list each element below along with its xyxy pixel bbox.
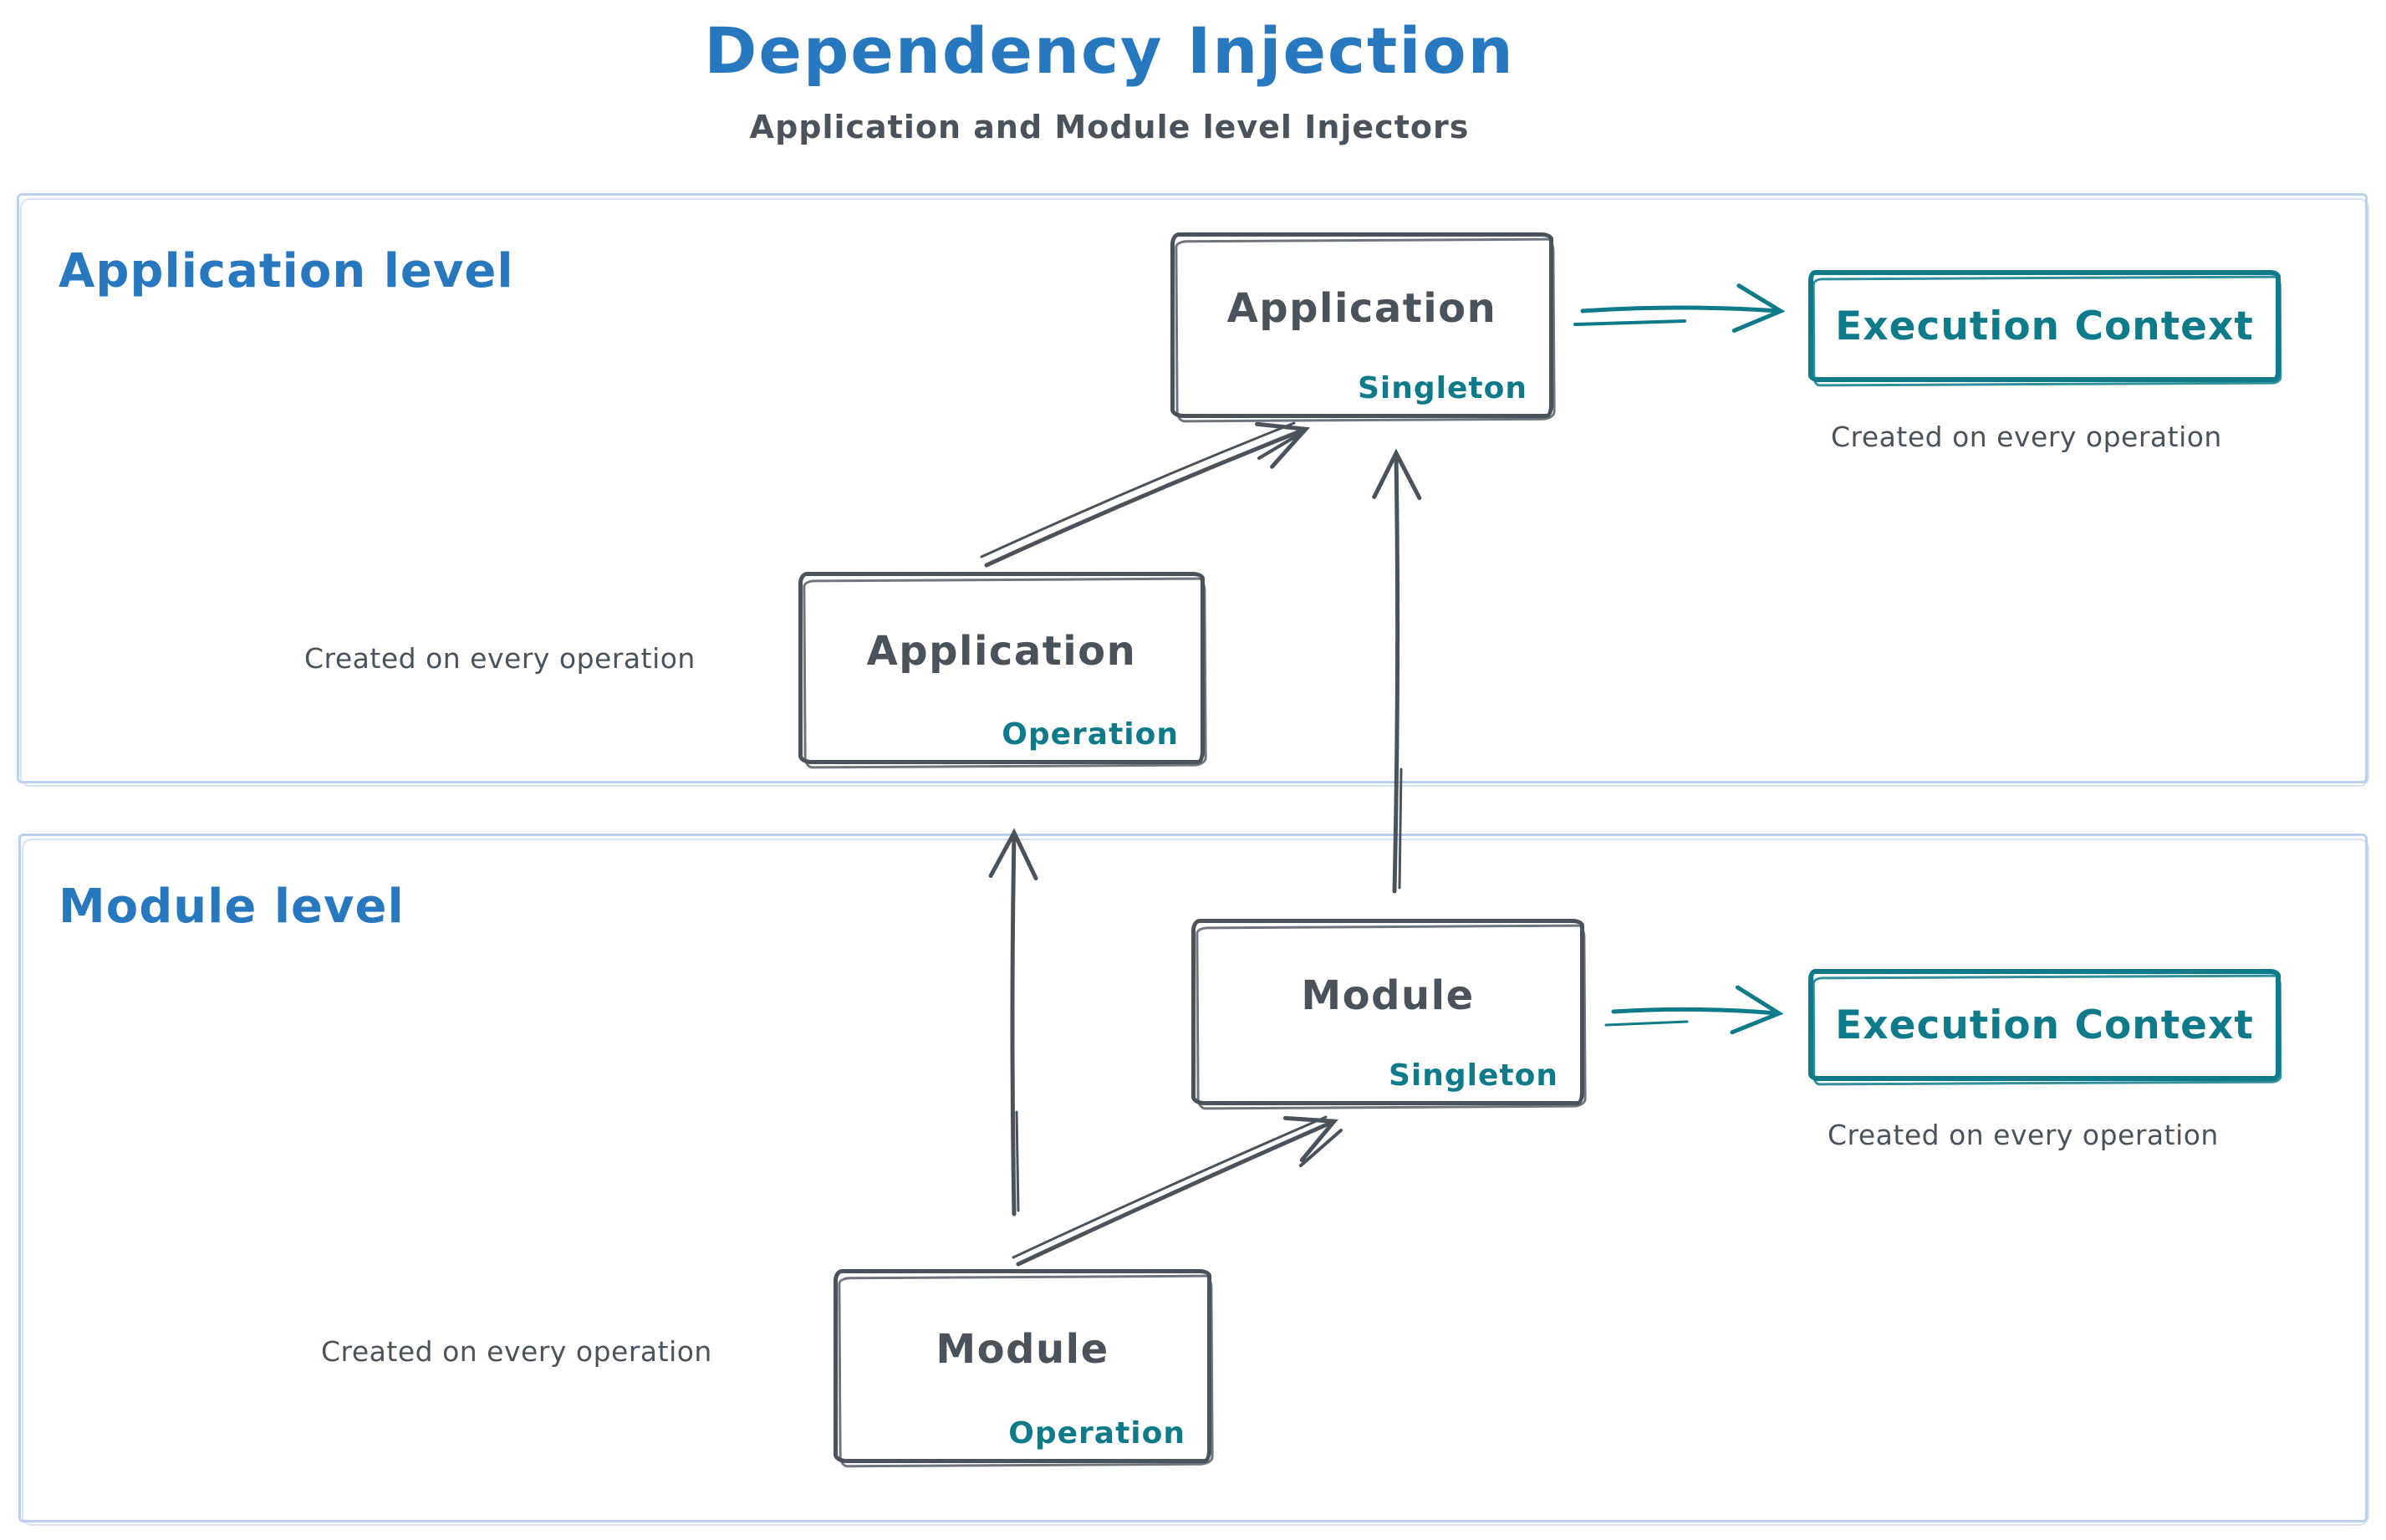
node-application-singleton: Application Singleton: [1170, 232, 1553, 418]
node-module-operation: Module Operation: [834, 1269, 1211, 1463]
execution-context-module-box: Execution Context: [1808, 969, 2281, 1081]
application-level-container: [17, 193, 2368, 783]
node-badge-operation: Operation: [1008, 1416, 1185, 1451]
module-level-container: [18, 834, 2368, 1522]
page-title: Dependency Injection: [704, 13, 1515, 88]
module-level-label: Module level: [59, 880, 405, 934]
node-badge-operation: Operation: [1002, 717, 1179, 752]
annotation-created-module-operation: Created on every operation: [321, 1335, 712, 1368]
execution-context-application-box: Execution Context: [1808, 270, 2281, 382]
application-level-label: Application level: [59, 244, 514, 298]
node-title: Module: [936, 1326, 1109, 1373]
node-badge-singleton: Singleton: [1389, 1058, 1558, 1093]
annotation-created-execution-context-application: Created on every operation: [1831, 421, 2222, 453]
node-module-singleton: Module Singleton: [1191, 919, 1584, 1105]
execution-context-title: Execution Context: [1835, 1002, 2254, 1048]
execution-context-title: Execution Context: [1835, 303, 2254, 349]
annotation-created-execution-context-module: Created on every operation: [1828, 1119, 2219, 1151]
node-title: Application: [866, 628, 1137, 675]
page-subtitle: Application and Module level Injectors: [749, 109, 1470, 145]
annotation-created-application-operation: Created on every operation: [304, 642, 696, 675]
node-title: Module: [1301, 971, 1475, 1019]
node-title: Application: [1226, 285, 1497, 332]
node-application-operation: Application Operation: [798, 572, 1205, 764]
node-badge-singleton: Singleton: [1358, 371, 1527, 405]
